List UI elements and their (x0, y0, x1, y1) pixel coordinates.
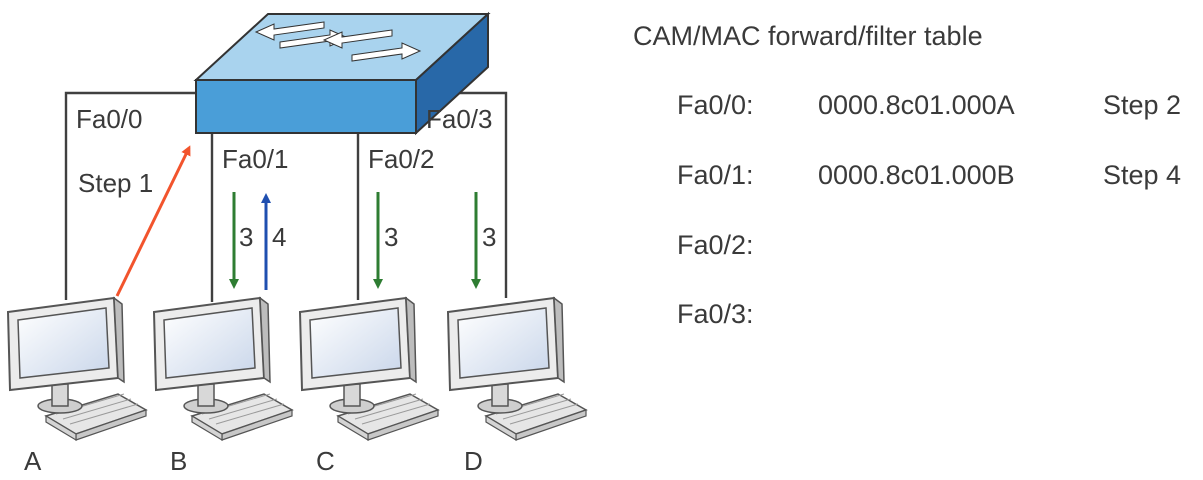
flood-label-d: 3 (482, 222, 496, 252)
host-label-d: D (464, 446, 483, 475)
cam-row-mac: 0000.8c01.000B (818, 160, 1015, 190)
step1-arrow (115, 145, 191, 297)
cam-table-title: CAM/MAC forward/filter table (633, 21, 983, 51)
cam-row-port: Fa0/3: (677, 299, 754, 329)
cam-row-port: Fa0/2: (677, 230, 754, 260)
cam-row-step: Step 2 (1103, 90, 1181, 120)
host-d-computer-icon (447, 297, 587, 441)
cam-table-row: Fa0/2: (677, 230, 754, 260)
cam-table-row: Fa0/3: (677, 299, 754, 329)
step1-label: Step 1 (78, 168, 153, 198)
cam-row-mac: 0000.8c01.000A (818, 90, 1015, 120)
cam-table-row: Fa0/0: 0000.8c01.000A Step 2 (677, 90, 1181, 120)
port-label-fa03: Fa0/3 (426, 104, 493, 134)
port-label-fa00: Fa0/0 (76, 104, 143, 134)
cam-row-port: Fa0/0: (677, 90, 754, 120)
cam-row-port: Fa0/1: (677, 160, 754, 190)
host-label-a: A (24, 446, 42, 475)
host-c-computer-icon (299, 297, 439, 441)
host-a-computer-icon (7, 297, 147, 441)
flood-label-b: 3 (239, 222, 253, 252)
host-b-computer-icon (153, 297, 293, 441)
port-label-fa01: Fa0/1 (222, 144, 289, 174)
flood-label-c: 3 (384, 222, 398, 252)
reply-label-b: 4 (272, 222, 286, 252)
port-label-fa02: Fa0/2 (368, 144, 435, 174)
host-label-c: C (316, 446, 335, 475)
cam-table-row: Fa0/1: 0000.8c01.000B Step 4 (677, 160, 1181, 190)
switch-icon (193, 11, 491, 136)
cam-row-step: Step 4 (1103, 160, 1181, 190)
host-label-b: B (170, 446, 187, 475)
